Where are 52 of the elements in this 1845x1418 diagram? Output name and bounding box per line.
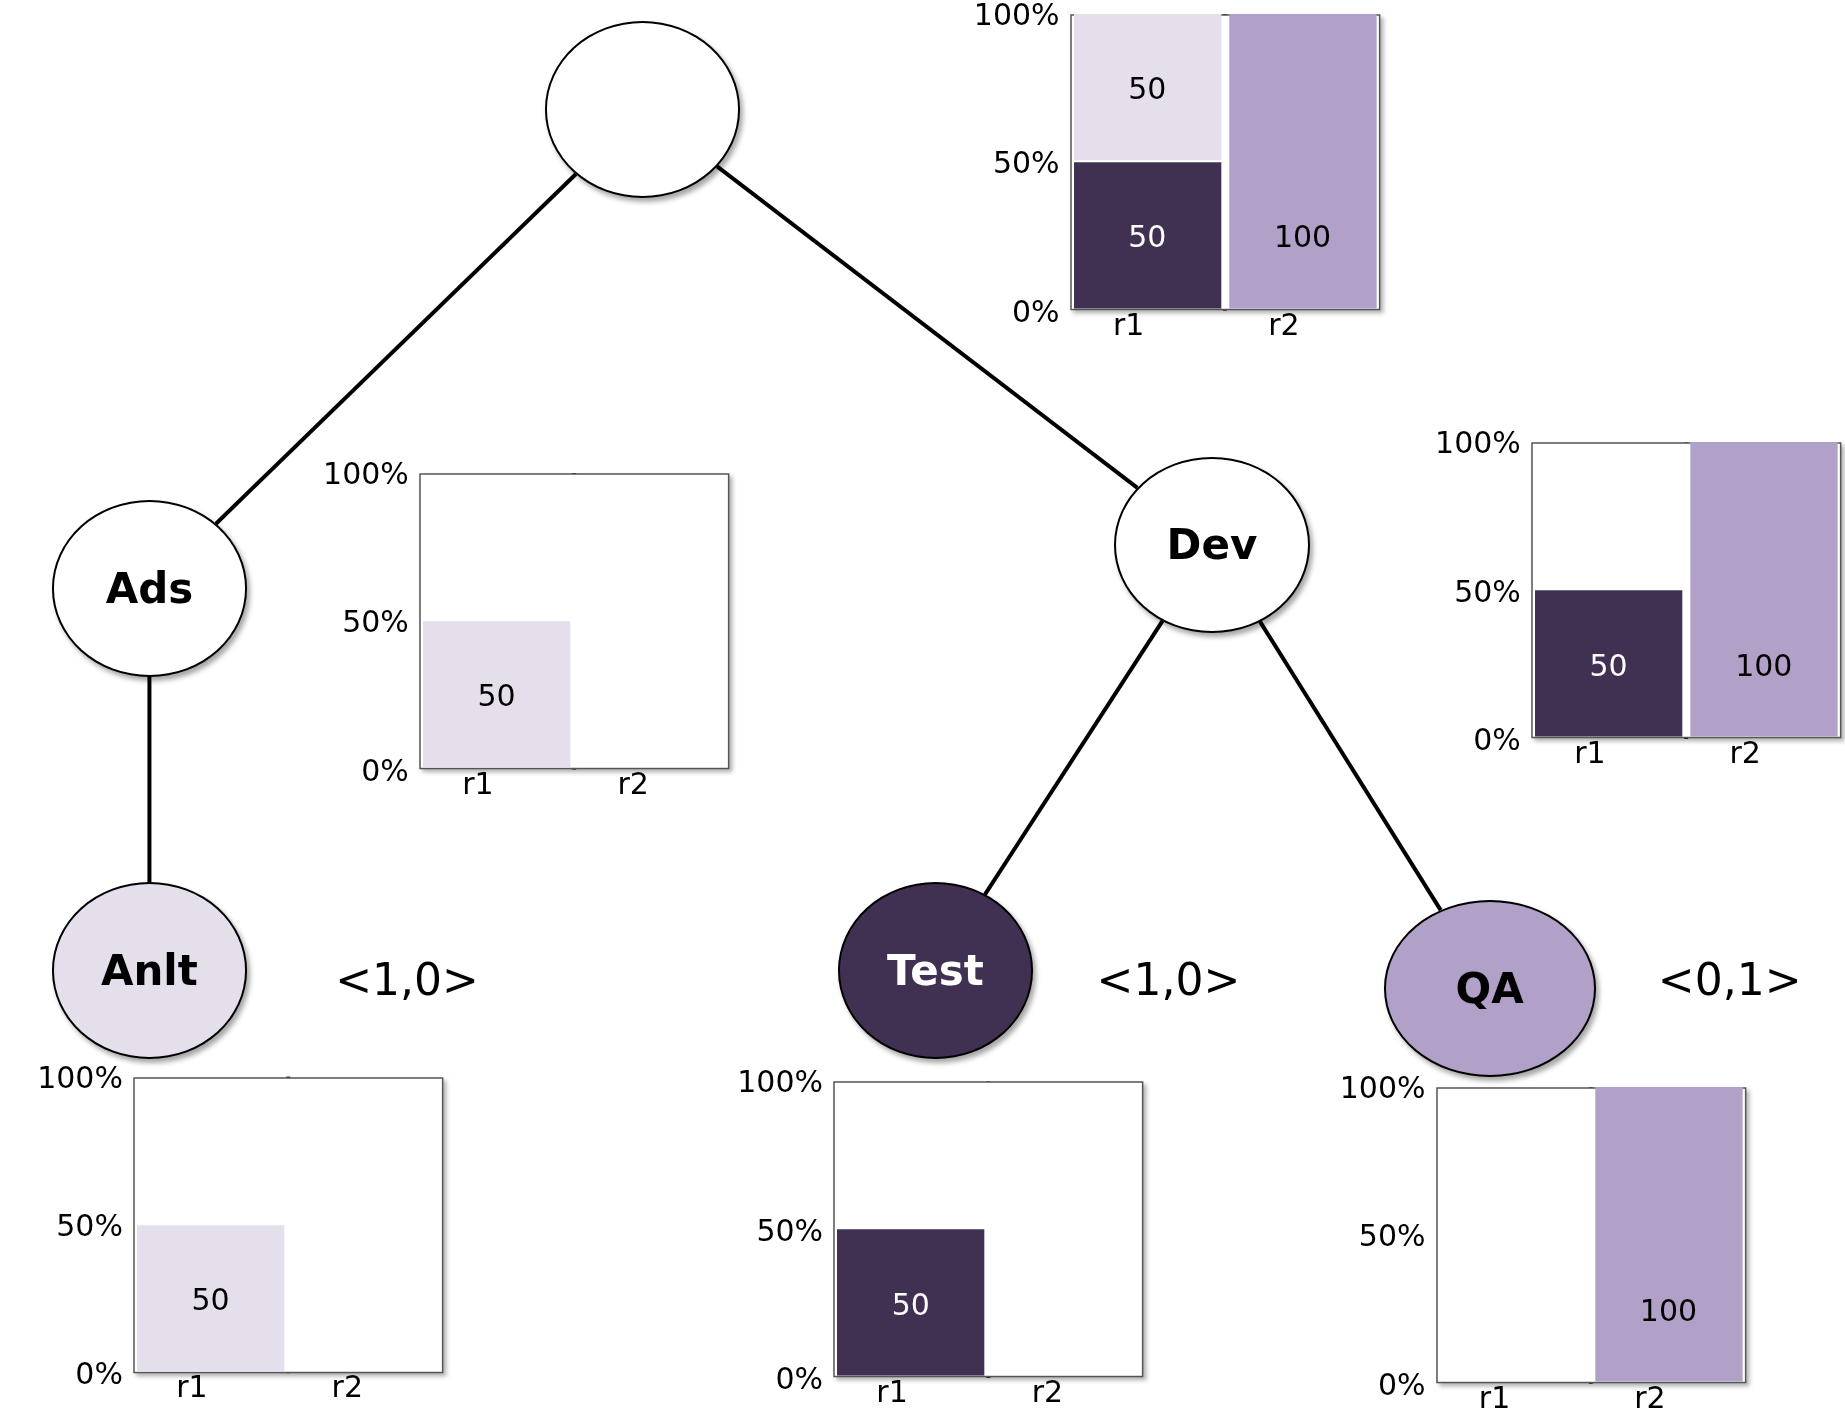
axis-tick-label: 0% bbox=[1473, 721, 1521, 757]
axis-tick-label: 100% bbox=[973, 0, 1060, 32]
category-label: r2 bbox=[1031, 1373, 1064, 1409]
category-label: r1 bbox=[462, 765, 494, 801]
data-label: 50 bbox=[191, 1281, 230, 1317]
axis-tick-label: 0% bbox=[361, 752, 409, 788]
axis-tick-label: 0% bbox=[775, 1360, 824, 1396]
category-label: r2 bbox=[1729, 734, 1761, 770]
axis-tick-label: 0% bbox=[75, 1355, 123, 1391]
axis-tick-label: 100% bbox=[1339, 1069, 1426, 1105]
axis-tick-label: 100% bbox=[737, 1063, 824, 1099]
category-label: r1 bbox=[1574, 734, 1606, 770]
category-label: r1 bbox=[176, 1369, 208, 1405]
category-label: r1 bbox=[1478, 1379, 1511, 1415]
axis-tick-label: 50% bbox=[756, 1212, 824, 1248]
axis-tick-label: 100% bbox=[37, 1059, 123, 1095]
data-label: 50 bbox=[891, 1286, 930, 1322]
category-label: r2 bbox=[331, 1369, 363, 1405]
category-label: r2 bbox=[1634, 1379, 1666, 1415]
axis-tick-label: 100% bbox=[1435, 424, 1521, 460]
axis-tick-label: 50% bbox=[342, 603, 409, 639]
data-label: 100 bbox=[1273, 219, 1332, 254]
category-label: r1 bbox=[876, 1373, 908, 1409]
data-label: 50 bbox=[1589, 647, 1628, 683]
axis-tick-label: 50% bbox=[56, 1207, 123, 1243]
connector-line bbox=[147, 676, 152, 883]
connector-line bbox=[983, 619, 1165, 896]
vector-label: <1,0> bbox=[1096, 953, 1241, 1005]
category-label: r1 bbox=[1112, 306, 1145, 342]
category-label: r2 bbox=[1268, 306, 1300, 342]
data-label: 50 bbox=[1128, 219, 1167, 254]
axis-tick-label: 50% bbox=[992, 144, 1060, 180]
axis-tick-label: 0% bbox=[1377, 1366, 1426, 1402]
node-label: QA bbox=[1455, 963, 1524, 1013]
data-label: 100 bbox=[1639, 1292, 1698, 1328]
node-label: Test bbox=[887, 946, 984, 996]
node-label: Dev bbox=[1166, 520, 1258, 570]
category-label: r2 bbox=[617, 765, 649, 801]
connector-line bbox=[1258, 620, 1443, 912]
axis-tick-label: 50% bbox=[1454, 573, 1521, 609]
axis-tick-label: 100% bbox=[323, 455, 409, 491]
node-label: Ads bbox=[105, 563, 194, 613]
vector-label: <0,1> bbox=[1657, 953, 1802, 1005]
node-label: Anlt bbox=[100, 946, 198, 996]
axis-tick-label: 0% bbox=[1012, 293, 1060, 329]
data-label: 50 bbox=[1128, 70, 1167, 106]
data-label: 100 bbox=[1735, 647, 1793, 683]
connector-line bbox=[715, 164, 1139, 490]
connector-line bbox=[214, 172, 578, 526]
vector-label: <1,0> bbox=[335, 953, 479, 1005]
axis-tick-label: 50% bbox=[1358, 1217, 1426, 1253]
data-label: 50 bbox=[477, 677, 516, 713]
